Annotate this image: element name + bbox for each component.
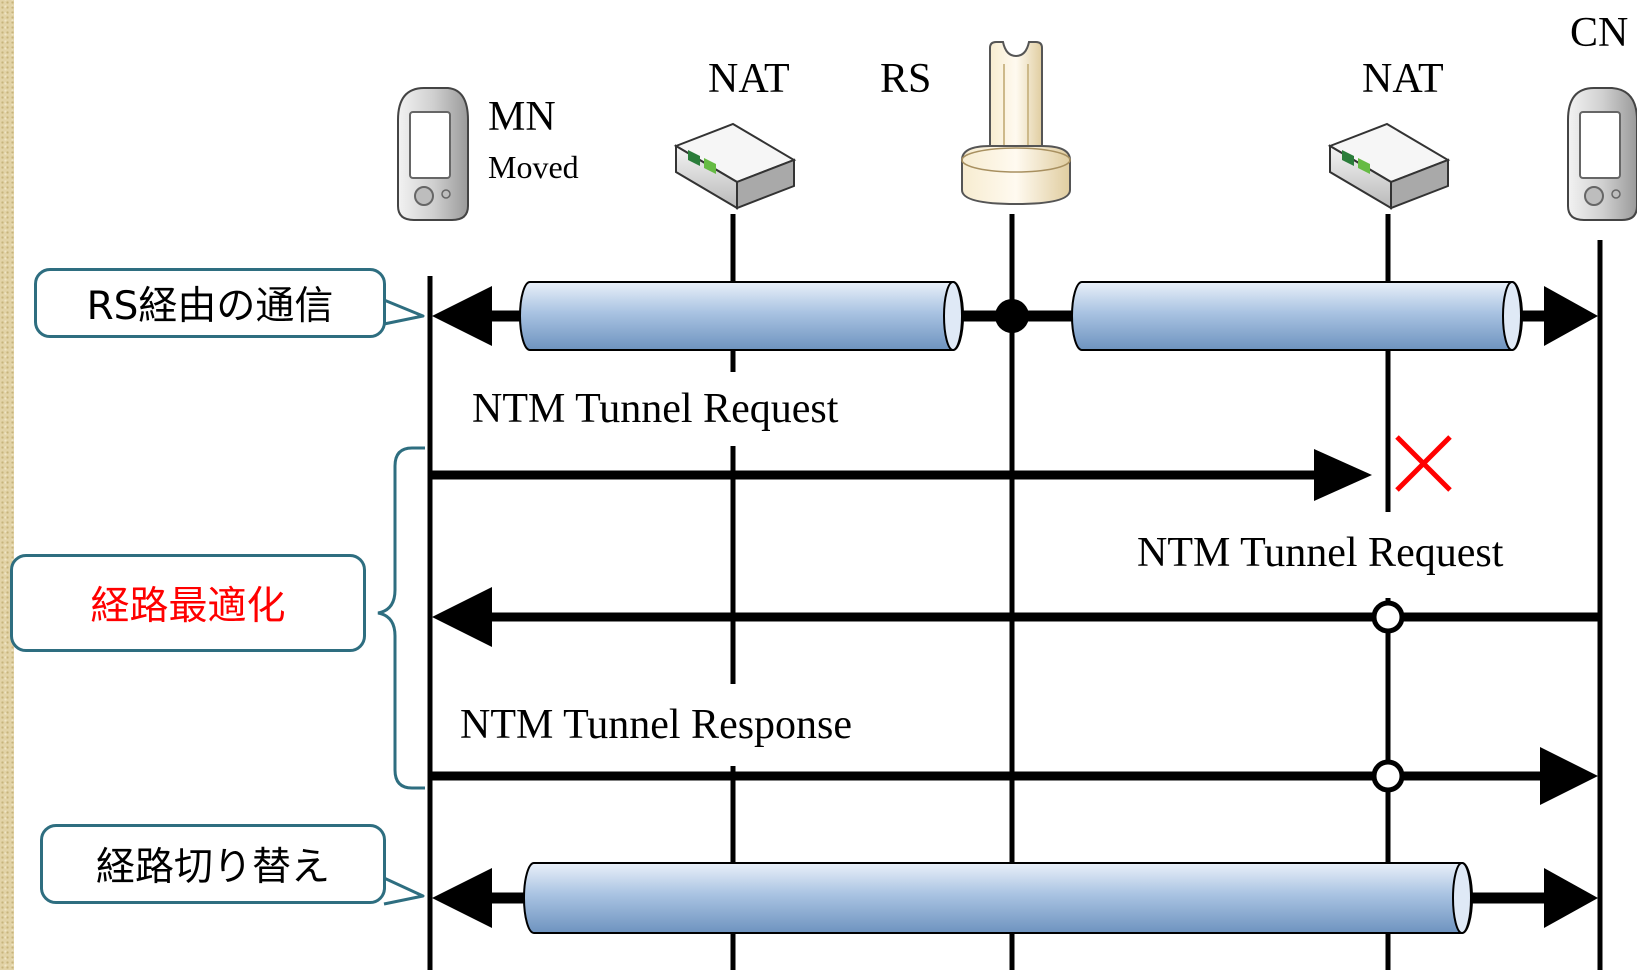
- paper-texture-strip: [0, 0, 14, 970]
- nat-traversal-point-2: [1371, 759, 1405, 793]
- via-rs-arrowhead-right: [1544, 286, 1598, 346]
- nat-router-icon: [1327, 122, 1451, 210]
- switched-route-arrowhead-right: [1544, 868, 1598, 928]
- nat-traversal-point-1: [1371, 600, 1405, 634]
- request-from-cn-label: NTM Tunnel Request: [1137, 530, 1504, 576]
- response-label: NTM Tunnel Response: [460, 702, 852, 748]
- callout-route-optimization: 経路最適化: [10, 554, 366, 652]
- nat-router-icon: [673, 122, 797, 210]
- blocked-x-icon: [1395, 435, 1452, 492]
- mn-label: MN: [488, 94, 556, 140]
- nat-right-label: NAT: [1362, 56, 1444, 102]
- label-gap-3: [720, 684, 746, 766]
- tunnel-mn-rs: [519, 281, 964, 351]
- callout-via-rs: RS経由の通信: [34, 268, 386, 338]
- callout-route-switch: 経路切り替え: [40, 824, 386, 904]
- optimization-brace: [377, 446, 425, 790]
- request-from-cn-arrowhead: [432, 587, 492, 647]
- mn-moved-label: Moved: [488, 149, 579, 185]
- callout-tail-via-rs: [383, 298, 425, 326]
- callout-tail-switch: [383, 876, 425, 906]
- rs-label: RS: [880, 56, 931, 102]
- label-gap-2: [1375, 512, 1401, 598]
- tunnel-rs-cn: [1071, 281, 1523, 351]
- request-to-nat-arrowhead: [1314, 449, 1372, 501]
- mobile-terminal-icon: [397, 87, 469, 221]
- response-arrowhead: [1540, 747, 1598, 805]
- mobile-terminal-icon: [1567, 87, 1637, 221]
- switched-route-arrowhead-left: [432, 868, 492, 928]
- label-gap-1: [720, 372, 746, 446]
- tunnel-mn-cn-direct: [523, 862, 1473, 934]
- cn-label: CN: [1570, 10, 1628, 56]
- request-to-nat-label: NTM Tunnel Request: [472, 386, 839, 432]
- rs-relay-point: [995, 299, 1029, 333]
- relay-server-icon: [961, 41, 1071, 206]
- via-rs-arrowhead-left: [432, 286, 492, 346]
- nat-left-label: NAT: [708, 56, 790, 102]
